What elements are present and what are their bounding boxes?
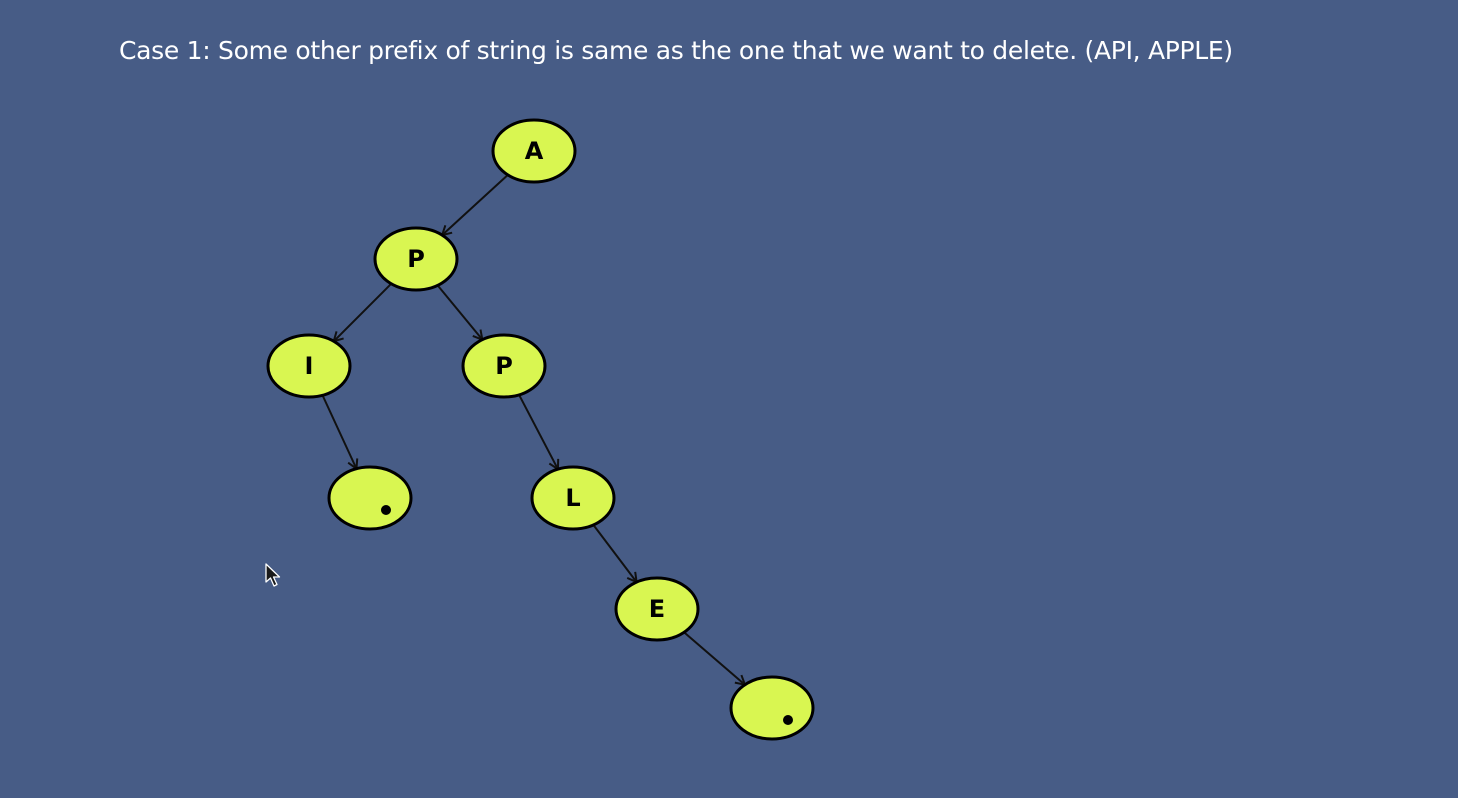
slide-title: Case 1: Some other prefix of string is s… — [119, 36, 1233, 65]
trie-node-p2: P — [461, 333, 547, 399]
trie-node-i: I — [266, 333, 352, 399]
node-ellipse — [491, 118, 577, 184]
node-ellipse — [373, 226, 459, 292]
node-label: P — [407, 245, 425, 273]
trie-node-l: L — [530, 465, 616, 531]
node-ellipse — [614, 576, 700, 642]
edge-l-to-e — [592, 524, 636, 582]
edge-p2-to-l — [518, 394, 558, 469]
edge-a-to-p1 — [442, 174, 509, 235]
node-ellipse — [266, 333, 352, 399]
end-of-word-dot-icon — [783, 715, 793, 725]
node-ellipse — [729, 675, 815, 741]
mouse-pointer-icon — [265, 563, 281, 587]
node-ellipse — [327, 465, 413, 531]
node-label: E — [649, 595, 665, 623]
trie-node-end2 — [729, 675, 815, 741]
edge-i-to-end1 — [321, 394, 357, 468]
node-ellipse — [530, 465, 616, 531]
trie-node-e: E — [614, 576, 700, 642]
edge-p1-to-p2 — [436, 284, 483, 339]
trie-node-a: A — [491, 118, 577, 184]
trie-node-end1 — [327, 465, 413, 531]
node-label: L — [565, 484, 580, 512]
trie-node-p1: P — [373, 226, 459, 292]
edges-layer — [321, 174, 745, 685]
node-ellipse — [461, 333, 547, 399]
node-label: A — [525, 137, 544, 165]
nodes-layer: A P I P L E — [266, 118, 815, 741]
node-label: I — [305, 352, 314, 380]
node-label: P — [495, 352, 513, 380]
end-of-word-dot-icon — [381, 505, 391, 515]
edge-p1-to-i — [334, 283, 392, 342]
edge-e-to-end2 — [683, 631, 745, 684]
